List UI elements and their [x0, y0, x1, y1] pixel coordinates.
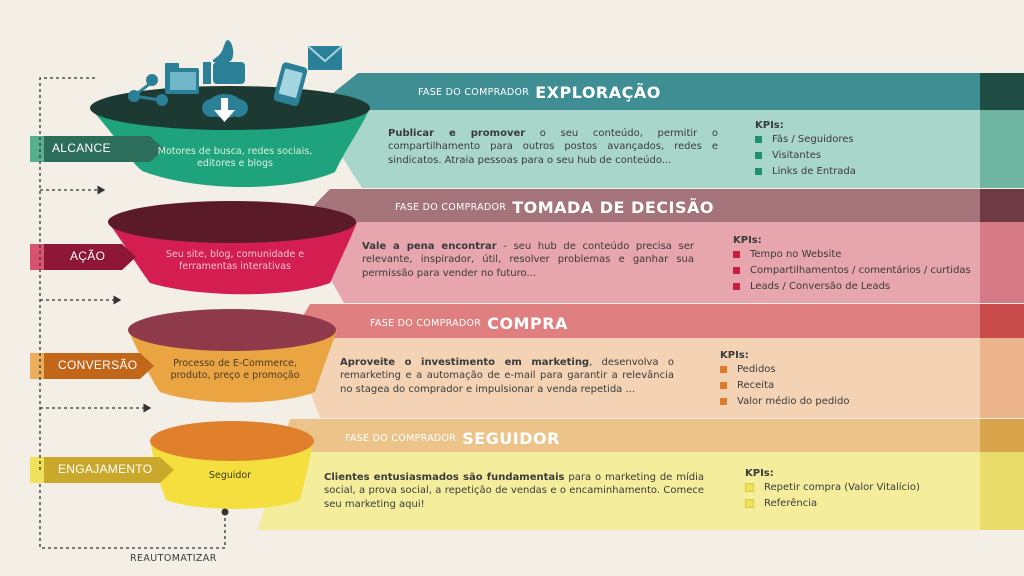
kpi-block-3: KPIs: Pedidos Receita Valor médio do ped… [720, 350, 940, 412]
kpi-item: Leads / Conversão de Leads [733, 281, 978, 292]
stage-band-4 [258, 419, 1024, 530]
label-alcance: ALCANCE [52, 141, 111, 155]
smartphone-icon [273, 62, 308, 106]
kpi-heading: KPIs: [733, 235, 762, 246]
bullet-icon [745, 499, 754, 508]
bullet-icon [733, 283, 740, 290]
bullet-icon [720, 366, 727, 373]
funnel-text-2: Seu site, blog, comunidade e ferramentas… [165, 249, 305, 272]
kpi-item: Fãs / Seguidores [755, 134, 965, 145]
bullet-icon [755, 168, 762, 175]
phase-title-3: COMPRA [487, 314, 568, 333]
kpi-block-4: KPIs: Repetir compra (Valor Vitalício) R… [745, 468, 970, 514]
kpi-item: Visitantes [755, 150, 965, 161]
kpi-block-2: KPIs: Tempo no Website Compartilhamentos… [733, 235, 978, 297]
kpi-item: Repetir compra (Valor Vitalício) [745, 482, 970, 493]
thumbs-up-icon [203, 40, 245, 84]
kpi-heading: KPIs: [745, 468, 774, 479]
stage-description-4: Clientes entusiasmados são fundamentais … [324, 472, 704, 510]
kpi-heading: KPIs: [755, 120, 784, 131]
stage-band-2 [298, 189, 1024, 303]
envelope-icon [307, 45, 343, 70]
bullet-icon [733, 267, 740, 274]
stage-description-3: Aproveite o investimento em marketing, d… [340, 357, 674, 395]
label-tag-2 [30, 244, 136, 270]
funnel-layer-3 [128, 309, 337, 403]
funnel-layer-2 [108, 201, 357, 295]
label-tag-3 [30, 353, 154, 379]
funnel-text-3: Processo de E-Commerce, produto, preço e… [170, 358, 300, 381]
bullet-icon [720, 382, 727, 389]
kpi-item: Links de Entrada [755, 166, 965, 177]
kpi-heading: KPIs: [720, 350, 749, 361]
label-engajamento: ENGAJAMENTO [58, 462, 153, 476]
funnel-text-4: Seguidor [208, 470, 252, 481]
phase-title-4: SEGUIDOR [462, 429, 560, 448]
bullet-icon [755, 136, 762, 143]
label-acao: AÇÃO [70, 249, 106, 263]
kpi-block-1: KPIs: Fãs / Seguidores Visitantes Links … [755, 120, 965, 182]
bullet-icon [720, 398, 727, 405]
kpi-item: Valor médio do pedido [720, 396, 940, 407]
share-icon [128, 74, 168, 106]
folder-icon [165, 63, 199, 94]
flow-connectors [39, 77, 226, 549]
stage-band-3 [290, 304, 1024, 418]
phase-title-1: EXPLORAÇÃO [535, 83, 661, 102]
stage-band-1 [312, 73, 1024, 188]
stage-description-1: Publicar e promover o seu conteúdo, perm… [388, 128, 719, 166]
kpi-item: Tempo no Website [733, 249, 978, 260]
kpi-item: Pedidos [720, 364, 940, 375]
kpi-item: Receita [720, 380, 940, 391]
label-conversao: CONVERSÃO [58, 358, 138, 372]
funnel-text-1: Motores de busca, redes sociais, editore… [157, 146, 313, 169]
label-tag-4 [30, 457, 174, 483]
reautomate-node [221, 508, 229, 516]
stage-description-2: Vale a pena encontrar - seu hub de conte… [362, 241, 694, 279]
download-icon [202, 94, 248, 122]
label-tag-1 [30, 136, 164, 162]
funnel-layer-4 [150, 421, 314, 509]
bullet-icon [733, 251, 740, 258]
bullet-icon [745, 483, 754, 492]
reautomate-label: REAUTOMATIZAR [130, 553, 217, 564]
kpi-item: Compartilhamentos / comentários / curtid… [733, 265, 978, 276]
phase-title-2: TOMADA DE DECISÃO [512, 198, 714, 217]
bullet-icon [755, 152, 762, 159]
kpi-item: Referência [745, 498, 970, 509]
